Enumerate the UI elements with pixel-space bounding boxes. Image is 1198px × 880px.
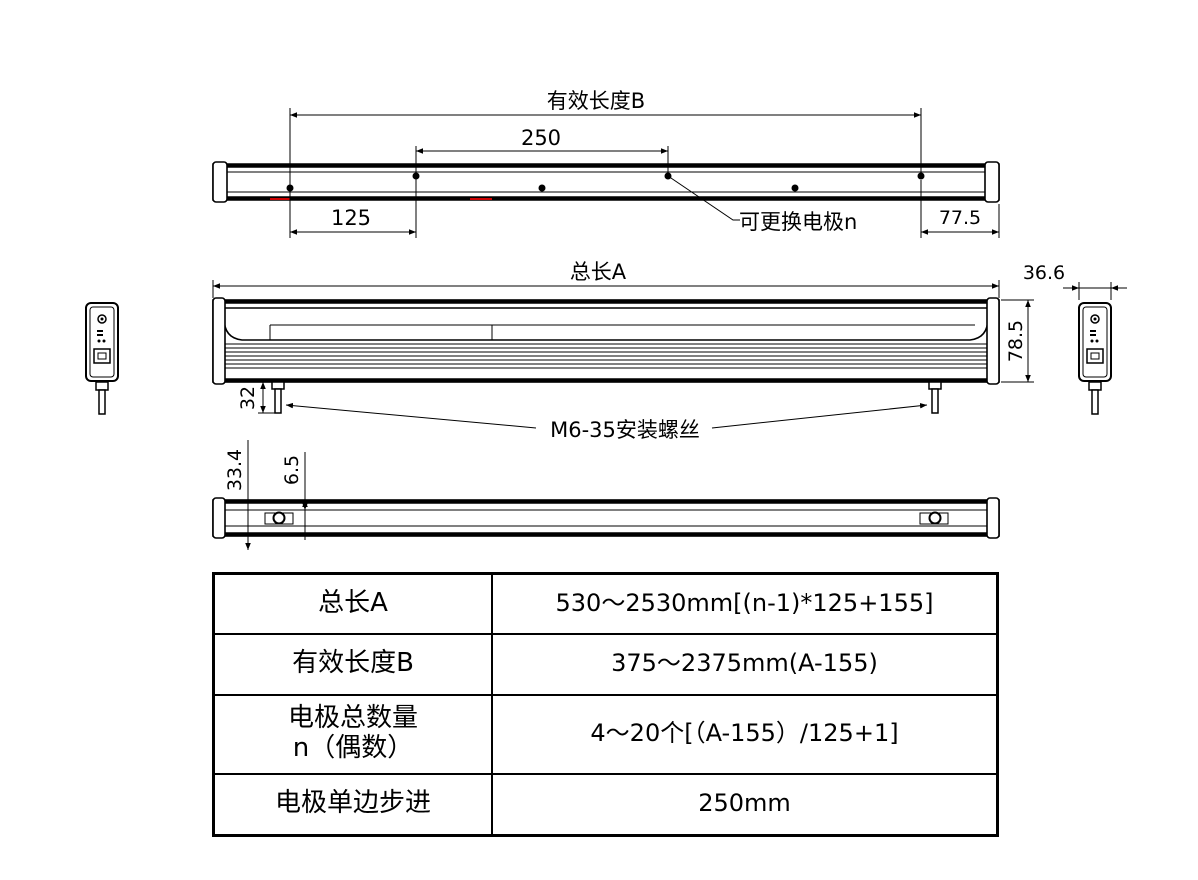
table-key-line: n（偶数）	[292, 733, 414, 763]
dim-pitch-250: 250	[415, 126, 669, 174]
table-value: 530～2530mm[(n-1)*125+155]	[491, 572, 999, 635]
bolt-32-label: 32	[237, 386, 259, 410]
top-view-electrode-bar	[212, 161, 1000, 203]
table-row: 电极总数量 n（偶数） 4～20个[（A-155）/125+1]	[212, 693, 999, 775]
table-value: 4～20个[（A-155）/125+1]	[491, 693, 999, 775]
offset-125-label: 125	[331, 206, 371, 230]
table-key: 电极总数量 n（偶数）	[212, 693, 493, 775]
dim-33-4-label: 33.4	[224, 449, 246, 491]
electrode-dot	[412, 172, 420, 180]
bottom-view-bar	[212, 497, 1000, 539]
dim-end-77-5: 77.5	[920, 180, 1000, 238]
end-77-5-label: 77.5	[939, 207, 981, 229]
leader-replaceable-electrode: 可更换电极n	[667, 175, 857, 234]
replaceable-electrode-label: 可更换电极n	[739, 210, 857, 234]
dim-height-78-5: 78.5	[1001, 299, 1034, 383]
table-row: 总长A 530～2530mm[(n-1)*125+155]	[212, 572, 999, 635]
front-view-bar	[212, 297, 1000, 414]
dim-6-5-label: 6.5	[281, 455, 303, 485]
dim-effective-length: 有效长度B	[289, 89, 922, 186]
dim-33-4: 33.4	[224, 440, 256, 550]
electrode-dot	[286, 184, 294, 192]
electrode-dot	[791, 184, 799, 192]
dim-6-5: 6.5	[281, 452, 308, 540]
mounting-screw-label: M6-35安装螺丝	[550, 418, 700, 442]
electrode-dot	[538, 184, 546, 192]
effective-length-label: 有效长度B	[547, 89, 645, 113]
bolt-left	[271, 381, 285, 390]
mounting-hole-right	[928, 511, 942, 525]
side-profile-left	[85, 302, 119, 415]
dim-offset-125: 125	[289, 178, 417, 238]
leader-mounting-screw: M6-35安装螺丝	[285, 402, 928, 442]
height-78-5-label: 78.5	[1005, 320, 1027, 362]
table-key-line: 电极总数量	[287, 703, 418, 734]
width-36-6-label: 36.6	[1023, 262, 1065, 284]
dim-total-length: 总长A	[212, 260, 1000, 298]
dim-width-36-6: 36.6	[1023, 262, 1127, 300]
pitch-250-label: 250	[521, 126, 561, 150]
table-value: 250mm	[491, 772, 999, 837]
table-key: 总长A	[212, 572, 493, 635]
electrode-dot	[917, 172, 925, 180]
table-row: 电极单边步进 250mm	[212, 772, 999, 837]
bolt-right	[928, 381, 942, 390]
side-profile-right	[1078, 302, 1112, 415]
table-key: 电极单边步进	[212, 772, 493, 837]
total-length-label: 总长A	[570, 260, 627, 284]
table-row: 有效长度B 375～2375mm(A-155)	[212, 632, 999, 696]
table-value: 375～2375mm(A-155)	[491, 632, 999, 696]
mounting-hole-left	[272, 511, 286, 525]
spec-table: 总长A 530～2530mm[(n-1)*125+155] 有效长度B 375～…	[212, 572, 999, 837]
dim-bolt-32: 32	[237, 381, 275, 414]
table-key: 有效长度B	[212, 632, 493, 696]
